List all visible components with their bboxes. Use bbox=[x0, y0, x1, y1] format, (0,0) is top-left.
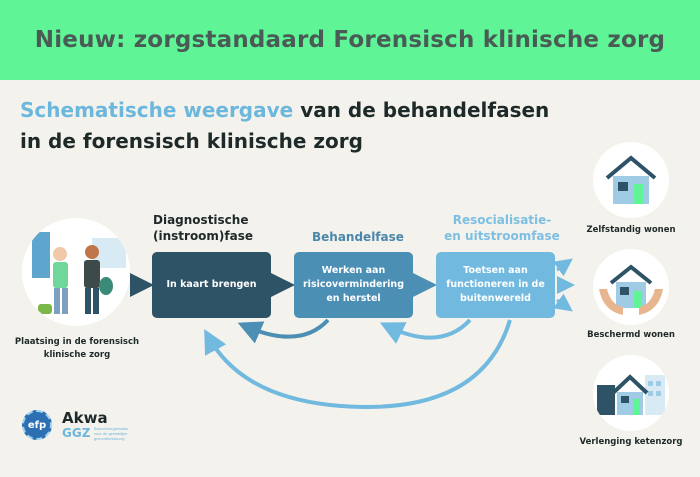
heading-highlight: Schematische weergave bbox=[20, 98, 294, 122]
heading-rest: van de behandelfasen bbox=[293, 98, 550, 122]
outcome-beschermd bbox=[593, 249, 669, 325]
house-icon bbox=[605, 155, 657, 204]
buildings-icon bbox=[597, 374, 665, 415]
start-caption: Plaatsing in de forensisch klinische zor… bbox=[14, 337, 140, 360]
banner-title: Nieuw: zorgstandaard Forensisch klinisch… bbox=[34, 27, 666, 53]
outcome-caption-2: Beschermd wonen bbox=[587, 330, 675, 340]
outcome-ketenzorg bbox=[593, 355, 669, 431]
phase-label-diagnostisch: Diagnostische (instroom)fase bbox=[153, 212, 253, 244]
outcome-caption-1: Zelfstandig wonen bbox=[586, 225, 676, 235]
house-in-hands-icon bbox=[599, 264, 663, 315]
phase-label-line: Behandelfase bbox=[312, 230, 404, 244]
loop-3-2 bbox=[379, 318, 472, 344]
phase-label-line: Resocialisatie- bbox=[452, 213, 552, 227]
akwa-logo-text: Akwa bbox=[62, 409, 108, 427]
out-arrow-1 bbox=[553, 258, 573, 277]
heading-line-1: Schematische weergave van de behandelfas… bbox=[20, 95, 549, 126]
outcome-caption-3: Verlenging ketenzorg bbox=[579, 437, 683, 447]
phase-label-resocialisatie: Resocialisatie- en uitstroomfase bbox=[437, 212, 567, 244]
efp-logo: efp bbox=[22, 410, 52, 440]
loop-2-1 bbox=[237, 318, 330, 344]
ggz-logo-text: GGZ bbox=[62, 426, 91, 440]
people-illustration bbox=[22, 218, 130, 326]
phase-box-behandel: Werken aan risicovermindering en herstel bbox=[294, 252, 413, 318]
out-arrow-3 bbox=[553, 293, 573, 312]
ggz-subtitle: Brancheorganisatie voor de geestelijke g… bbox=[94, 426, 129, 441]
phase-box-diagnostisch: In kaart brengen bbox=[152, 252, 271, 318]
phase-label-behandel: Behandelfase bbox=[312, 229, 404, 245]
phase-box-resocialisatie: Toetsen aan functioneren in de buitenwer… bbox=[436, 252, 555, 318]
loop-3-start bbox=[204, 319, 512, 409]
top-banner: Nieuw: zorgstandaard Forensisch klinisch… bbox=[0, 0, 700, 80]
people-icon bbox=[32, 232, 126, 314]
heading-line-2: in de forensisch klinische zorg bbox=[20, 129, 363, 153]
phase-label-line: en uitstroomfase bbox=[444, 229, 560, 243]
phase-label-line: (instroom)fase bbox=[153, 229, 254, 243]
outcome-zelfstandig bbox=[593, 142, 669, 218]
phase-label-line: Diagnostische bbox=[153, 213, 249, 227]
diagram-heading: Schematische weergave van de behandelfas… bbox=[20, 95, 549, 157]
